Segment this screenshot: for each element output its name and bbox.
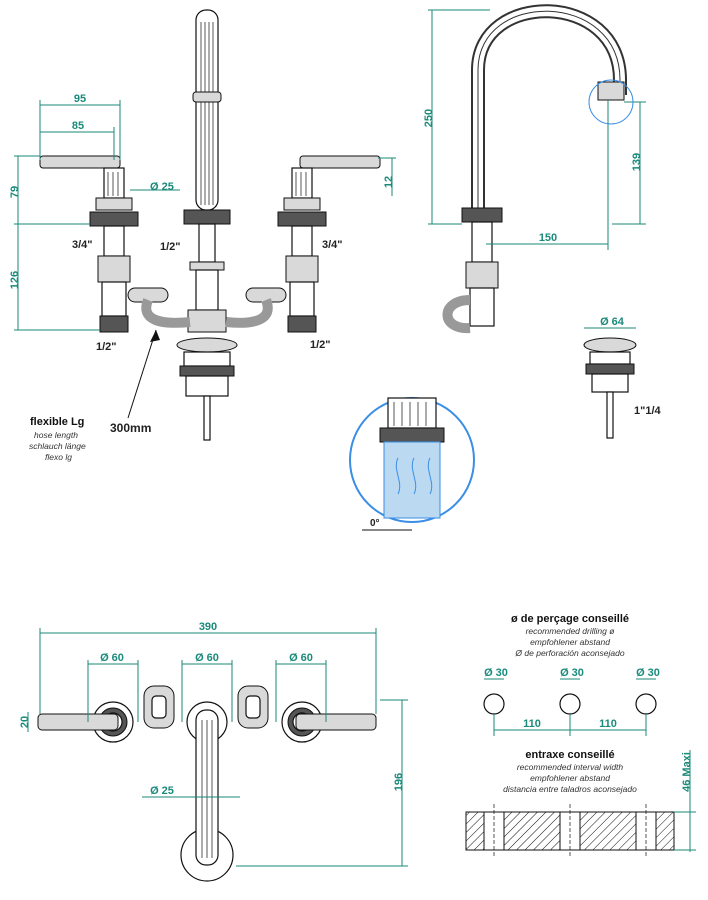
dim-95: 95 — [74, 93, 86, 105]
hose-length-value: 300mm — [110, 421, 151, 435]
dim-12: 12 — [383, 176, 395, 188]
plan-lever-right — [295, 713, 377, 731]
dim-110-left: 110 — [523, 718, 541, 730]
flexible-line-3: flexo lg — [45, 452, 72, 462]
dim-dia30-left: Ø 30 — [484, 667, 508, 679]
thread-left: 3/4" — [72, 239, 93, 251]
flexible-title: flexible Lg — [30, 416, 84, 428]
dim-126: 126 — [9, 271, 21, 289]
drilling-line-2: empfohlener abstand — [530, 637, 610, 647]
drilling-line-3: Ø de perforación aconsejado — [514, 648, 624, 658]
dim-150: 150 — [539, 232, 557, 244]
dim-dia64: Ø 64 — [600, 316, 625, 328]
dim-110-right: 110 — [599, 718, 617, 730]
interval-line-2: empfohlener abstand — [530, 773, 610, 783]
side-drain: Ø 64 1"1/4 — [583, 316, 662, 439]
dim-dia60-left: Ø 60 — [100, 652, 124, 664]
dim-dia60-right: Ø 60 — [289, 652, 313, 664]
angle-label: 0° — [370, 518, 380, 529]
plan-view — [37, 685, 377, 882]
interval-title: entraxe conseillé — [525, 749, 614, 761]
flexible-line-2: schlauch länge — [29, 441, 86, 451]
dim-20: 20 — [19, 716, 31, 728]
left-lever — [39, 155, 121, 169]
dim-139: 139 — [631, 153, 643, 171]
dim-dia25-front: Ø 25 — [150, 181, 174, 193]
interval-line-3: distancia entre taladros aconsejado — [503, 784, 637, 794]
countertop-section: 46 Maxi — [465, 750, 696, 858]
side-dimensions: 250 139 150 — [423, 9, 646, 250]
drain-cap — [176, 337, 238, 353]
drain-thread: 1"1/4 — [634, 405, 662, 417]
drilling-notes: ø de perçage conseillé recommended drill… — [483, 613, 660, 794]
thread-right: 3/4" — [322, 239, 343, 251]
connection-left: 1/2" — [96, 341, 117, 353]
front-elevation — [39, 9, 381, 441]
dim-dia60-center: Ø 60 — [195, 652, 219, 664]
dim-85: 85 — [72, 120, 84, 132]
dim-250: 250 — [423, 109, 435, 127]
spout-column — [195, 9, 219, 211]
dim-196: 196 — [393, 773, 405, 791]
plan-lever-left — [37, 713, 119, 731]
front-labels: 3/4" 1/2" 3/4" 1/2" 1/2" 300mm flexible … — [29, 239, 343, 462]
side-elevation — [442, 4, 627, 334]
dim-79: 79 — [9, 186, 21, 198]
drill-hole-center — [559, 693, 581, 715]
aerator — [597, 81, 625, 101]
dim-390: 390 — [199, 621, 217, 633]
front-dimensions: 95 85 79 126 Ø 25 12 — [9, 93, 396, 331]
dim-46-maxi: 46 Maxi — [681, 752, 693, 792]
flexible-line-1: hose length — [34, 430, 78, 440]
dim-dia25-plan: Ø 25 — [150, 785, 174, 797]
dim-dia30-center: Ø 30 — [560, 667, 584, 679]
connection-right: 1/2" — [310, 339, 331, 351]
plan-dimensions: 390 Ø 60 Ø 60 Ø 60 20 196 Ø 25 — [19, 621, 408, 867]
interval-line-1: recommended interval width — [517, 762, 624, 772]
drilling-line-1: recommended drilling ø — [526, 626, 615, 636]
dim-dia30-right: Ø 30 — [636, 667, 660, 679]
right-lever — [299, 155, 381, 169]
drill-hole-left — [483, 693, 505, 715]
thread-center: 1/2" — [160, 241, 181, 253]
drill-hole-right — [635, 693, 657, 715]
drilling-title: ø de perçage conseillé — [511, 613, 629, 625]
detail-circle: 0° — [349, 397, 475, 531]
